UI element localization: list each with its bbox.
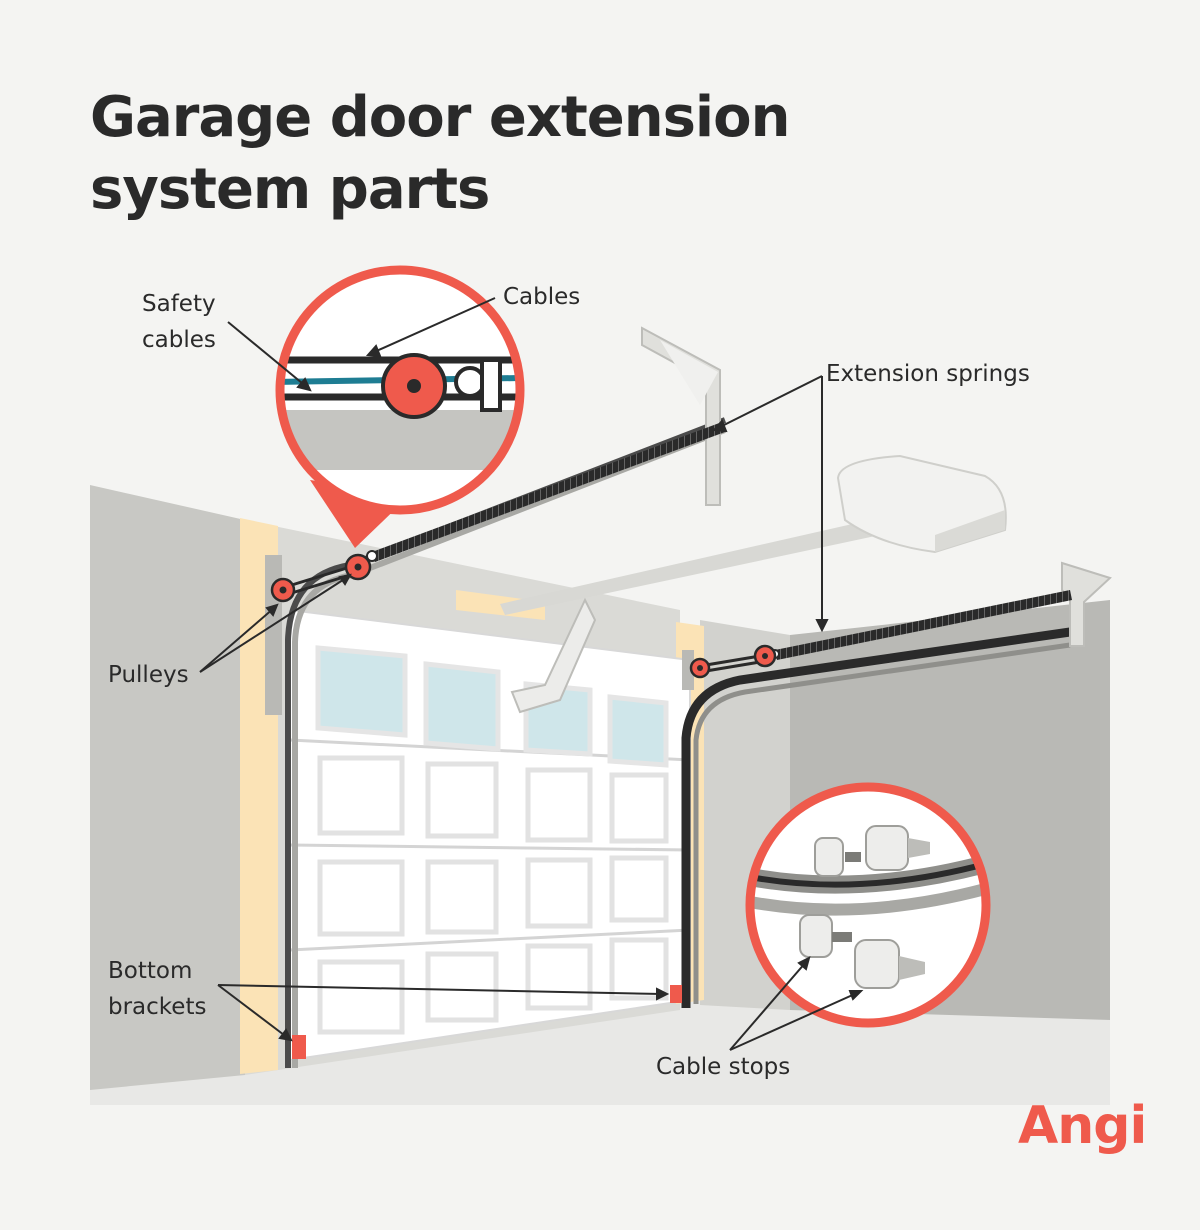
zoom-callout-pulley bbox=[275, 265, 525, 548]
label-bottom-brackets-line-1: Bottom bbox=[108, 958, 193, 984]
title-line-1: Garage door extension bbox=[90, 85, 790, 150]
label-safety-cables-line-2: cables bbox=[142, 327, 216, 353]
bottom-brackets bbox=[292, 985, 682, 1059]
pulley-icon bbox=[270, 577, 296, 603]
pulley-icon bbox=[689, 657, 711, 679]
label-cable-stops: Cable stops bbox=[656, 1054, 791, 1080]
angi-logo: Angi bbox=[1018, 1096, 1147, 1156]
zoom-callout-cable-stops bbox=[745, 782, 991, 1028]
left-rear-hanger bbox=[641, 326, 721, 506]
garage-door-opener bbox=[456, 454, 1007, 714]
title-line-2: system parts bbox=[90, 157, 490, 222]
label-extension-springs: Extension springs bbox=[826, 361, 1030, 387]
label-safety-cables: Safety cables bbox=[142, 286, 216, 358]
label-safety-cables-line-1: Safety bbox=[142, 291, 216, 317]
label-pulleys: Pulleys bbox=[108, 662, 189, 688]
label-cables: Cables bbox=[503, 284, 581, 310]
brand-logo-text: Angi bbox=[1018, 1096, 1146, 1156]
bottom-bracket-icon bbox=[292, 1035, 306, 1059]
label-bottom-brackets-line-2: brackets bbox=[108, 994, 207, 1020]
bottom-bracket-icon bbox=[670, 985, 682, 1003]
right-track bbox=[681, 627, 1071, 1008]
pulleys bbox=[270, 553, 777, 679]
pulley-icon bbox=[753, 644, 777, 668]
page-title: Garage door extension system parts bbox=[90, 82, 890, 226]
right-extension-spring-assembly bbox=[699, 590, 1072, 674]
door-panels bbox=[317, 755, 669, 1035]
pulley-icon bbox=[344, 553, 372, 581]
label-bottom-brackets: Bottom brackets bbox=[108, 953, 206, 1025]
leader-lines bbox=[199, 297, 864, 1051]
